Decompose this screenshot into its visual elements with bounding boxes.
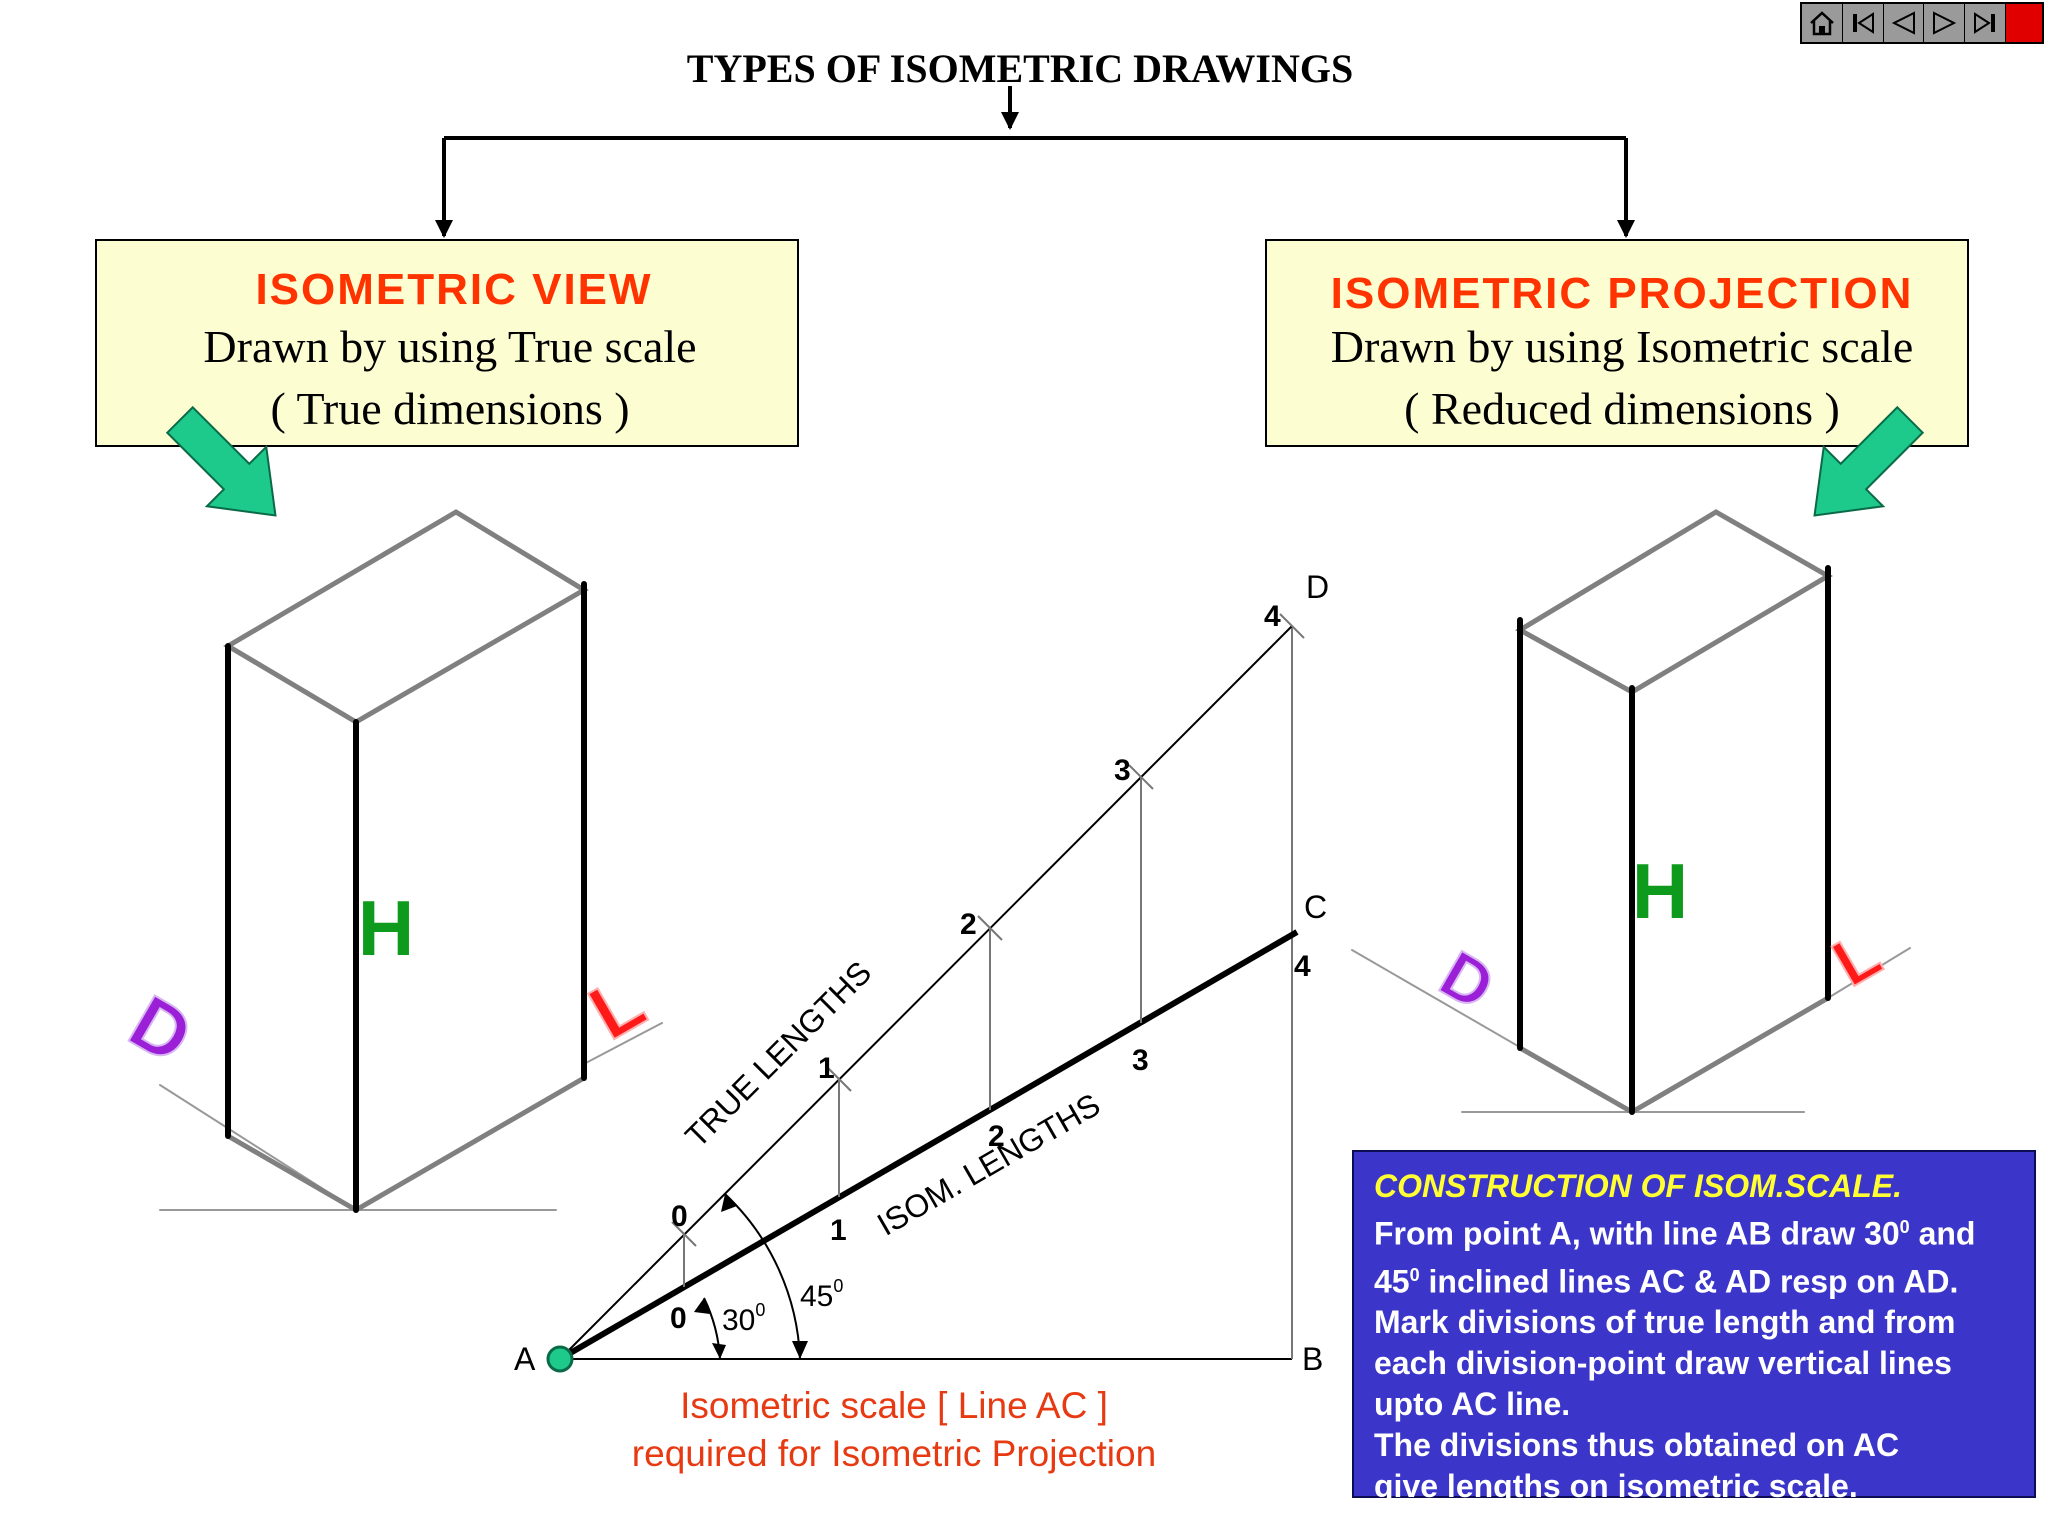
true-division-2: 2 (960, 908, 977, 941)
isom-division-2: 2 (988, 1120, 1005, 1153)
true-division-4: 4 (1264, 600, 1281, 633)
isom-division-1: 1 (830, 1214, 847, 1247)
info-line-6: The divisions thus obtained on AC (1374, 1427, 1900, 1464)
next-slide-button[interactable] (1924, 4, 1966, 42)
isom-division-0: 0 (670, 1302, 687, 1335)
construction-info-box: CONSTRUCTION OF ISOM.SCALE. From point A… (1352, 1150, 2036, 1504)
isometric-scale-construction (546, 613, 1305, 1373)
home-icon (1810, 11, 1834, 36)
page-title: TYPES OF ISOMETRIC DRAWINGS (687, 46, 1353, 91)
isometric-view-line2: ( True dimensions ) (270, 383, 629, 434)
division-verticals (683, 777, 1142, 1287)
point-d-label: D (1306, 569, 1329, 605)
point-c-label: C (1304, 889, 1327, 925)
info-line-7: give lengths on isometric scale. (1374, 1468, 1858, 1505)
info-line-2: 450 inclined lines AC & AD resp on AD. (1374, 1263, 1959, 1300)
length-label-left: L (576, 960, 659, 1057)
previous-slide-button[interactable] (1883, 4, 1925, 42)
isometric-view-box: ISOMETRIC VIEW Drawn by using True scale… (95, 239, 799, 447)
info-line-1: From point A, with line AB draw 300 and (1374, 1215, 1976, 1252)
isometric-view-line1: Drawn by using True scale (203, 321, 696, 372)
true-division-1: 1 (818, 1052, 835, 1085)
angle-45-arc (724, 1193, 801, 1360)
point-a-label: A (514, 1341, 536, 1377)
height-label-right: H (1632, 847, 1688, 935)
line-ad (559, 625, 1293, 1360)
right-green-arrow-icon (1813, 405, 1925, 517)
isometric-view-heading: ISOMETRIC VIEW (255, 265, 652, 314)
first-slide-button[interactable] (1842, 4, 1884, 42)
isometric-projection-line1: Drawn by using Isometric scale (1331, 321, 1914, 372)
title-connector (435, 86, 1635, 238)
home-button[interactable] (1802, 4, 1843, 42)
left-green-arrow-icon (165, 405, 277, 517)
line-ac (558, 929, 1299, 1362)
depth-label-right: D (1428, 936, 1506, 1024)
isom-division-4: 4 (1294, 950, 1311, 983)
info-line-5: upto AC line. (1374, 1386, 1571, 1423)
point-a-marker (546, 1345, 574, 1373)
isometric-scale-caption-line2: required for Isometric Projection (632, 1433, 1156, 1474)
angle-45-label: 450 (800, 1276, 843, 1313)
isometric-projection-heading: ISOMETRIC PROJECTION (1331, 269, 1914, 318)
info-line-3: Mark divisions of true length and from (1374, 1304, 1956, 1341)
isom-division-3: 3 (1132, 1044, 1149, 1077)
angle-30-label: 300 (722, 1300, 765, 1337)
isometric-projection-block (1351, 509, 1911, 1115)
true-division-0: 0 (671, 1200, 688, 1233)
isometric-projection-box: ISOMETRIC PROJECTION Drawn by using Isom… (1265, 239, 1969, 447)
triangle-left-icon (1891, 11, 1915, 35)
height-label-left: H (358, 884, 414, 972)
skip-back-icon (1852, 12, 1874, 34)
isometric-scale-caption-line1: Isometric scale [ Line AC ] (680, 1385, 1108, 1426)
info-title: CONSTRUCTION OF ISOM.SCALE. (1374, 1168, 1902, 1204)
point-b-label: B (1302, 1341, 1323, 1377)
info-line-4: each division-point draw vertical lines (1374, 1345, 1952, 1382)
slide-navigation-toolbar (1800, 2, 2044, 44)
triangle-right-icon (1933, 11, 1957, 35)
isometric-projection-line2: ( Reduced dimensions ) (1404, 383, 1840, 434)
last-slide-button[interactable] (1965, 4, 2007, 42)
depth-label-left: D (116, 979, 206, 1080)
isometric-view-block (159, 509, 663, 1213)
length-label-right: L (1821, 916, 1893, 1000)
stop-button[interactable] (2006, 4, 2042, 42)
true-division-3: 3 (1114, 754, 1131, 787)
skip-forward-icon (1974, 12, 1996, 34)
true-lengths-label: TRUE LENGTHS (678, 954, 878, 1154)
division-ticks (671, 613, 1305, 1247)
